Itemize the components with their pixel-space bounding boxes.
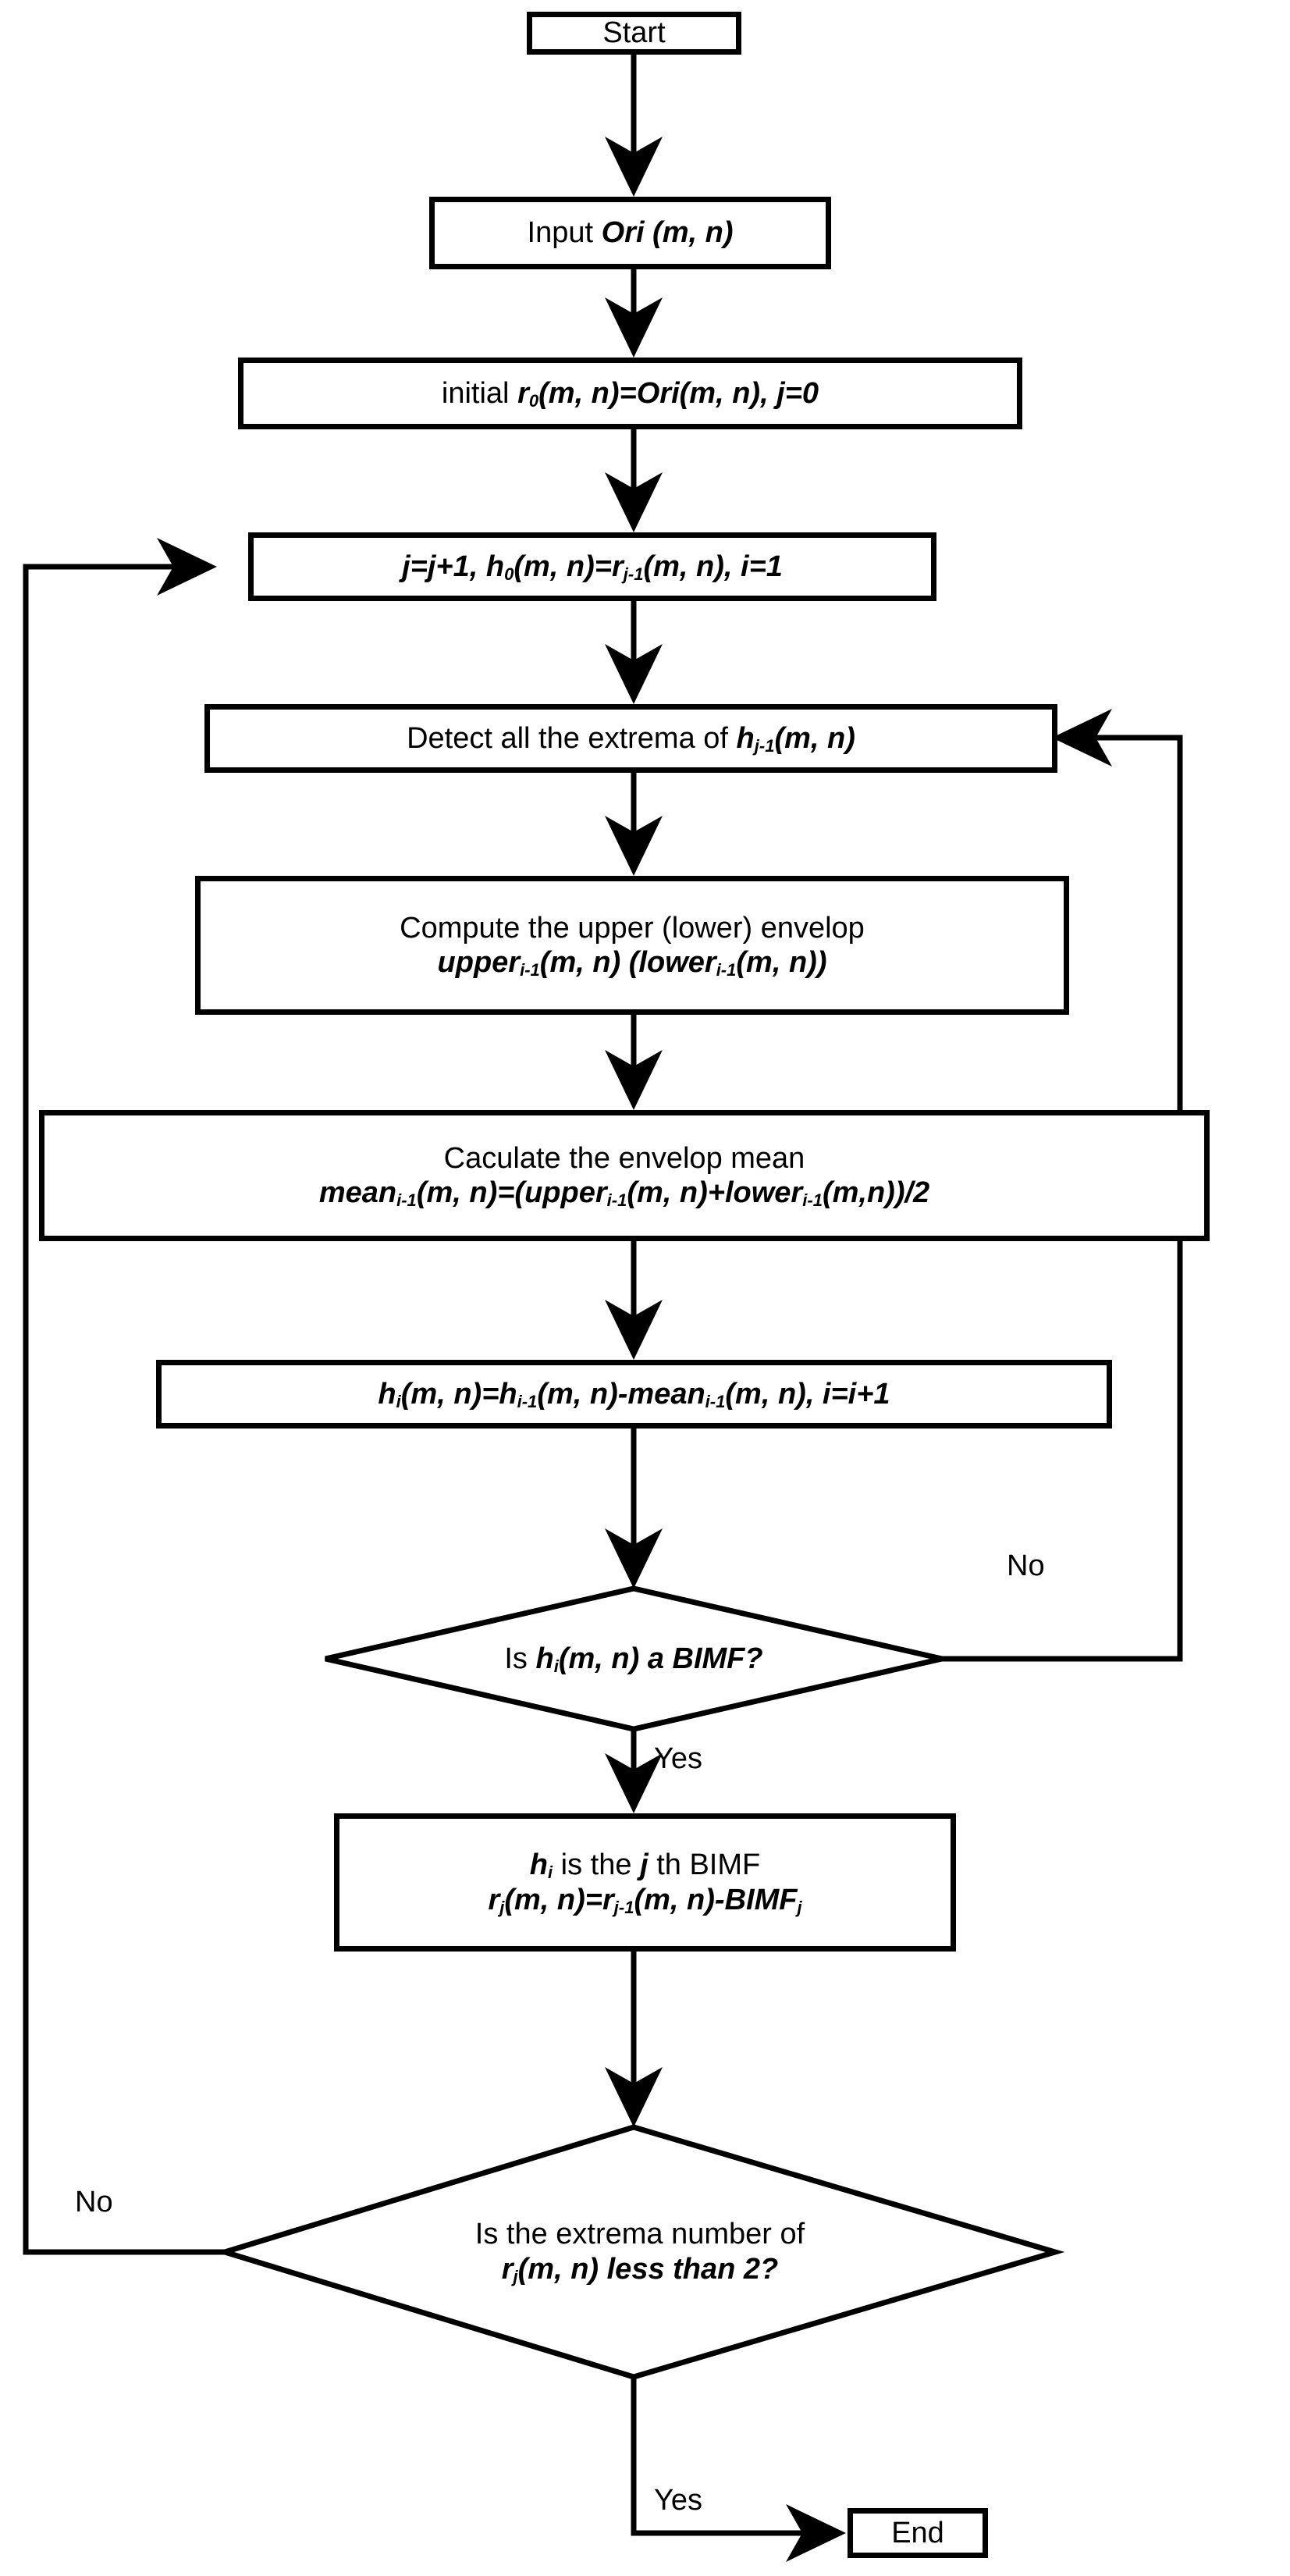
node-start-label: Start <box>602 16 666 50</box>
decision-extrema-shape[interactable] <box>215 2124 1065 2380</box>
edge-label-no-bimf: No <box>1007 1550 1045 1582</box>
node-initial-label: initial r0(m, n)=Ori(m, n), j=0 <box>441 376 819 411</box>
node-end-label: End <box>891 2516 944 2549</box>
node-increment-label: j=j+1, h0(m, n)=rj-1(m, n), i=1 <box>402 550 783 584</box>
node-envelop-line2: upperi-1(m, n) (loweri-1(m, n)) <box>437 946 827 980</box>
edge-bimf-to-decision-extrema <box>605 1952 663 2127</box>
decision-bimf-shape[interactable] <box>325 1585 943 1732</box>
node-mean-line1: Caculate the envelop mean <box>443 1141 805 1175</box>
edge-decision-extrema-yes <box>631 2377 846 2562</box>
node-bimf-result-line2: rj(m, n)=rj-1(m, n)-BIMFj <box>488 1883 802 1917</box>
node-subtract[interactable]: hi(m, n)=hi-1(m, n)-meani-1(m, n), i=i+1 <box>156 1360 1112 1429</box>
node-envelop-line1: Compute the upper (lower) envelop <box>400 911 865 945</box>
node-detect[interactable]: Detect all the extrema of hj-1(m, n) <box>204 704 1057 773</box>
node-initial[interactable]: initial r0(m, n)=Ori(m, n), j=0 <box>238 358 1022 429</box>
edge-label-yes-extrema: Yes <box>654 2484 702 2517</box>
edge-mean-to-subtract <box>605 1241 663 1360</box>
node-subtract-label: hi(m, n)=hi-1(m, n)-meani-1(m, n), i=i+1 <box>378 1377 890 1411</box>
node-input[interactable]: Input Ori (m, n) <box>429 197 831 269</box>
edge-initial-to-increment <box>605 429 663 532</box>
edge-label-yes-bimf: Yes <box>654 1742 702 1775</box>
edge-decision-bimf-yes <box>605 1729 663 1813</box>
edge-detect-to-envelop <box>605 773 663 876</box>
node-end[interactable]: End <box>848 2508 988 2558</box>
edge-envelop-to-mean <box>605 1015 663 1110</box>
edge-start-to-input <box>605 55 663 197</box>
node-mean-line2: meani-1(m, n)=(upperi-1(m, n)+loweri-1(m… <box>318 1176 930 1210</box>
edge-subtract-to-decision-bimf <box>605 1429 663 1589</box>
node-input-label: Input Ori (m, n) <box>527 216 734 250</box>
node-mean[interactable]: Caculate the envelop mean meani-1(m, n)=… <box>39 1110 1210 1241</box>
node-envelop[interactable]: Compute the upper (lower) envelop upperi… <box>195 876 1069 1015</box>
node-bimf-result-line1: hi is the j th BIMF <box>529 1848 761 1883</box>
edge-increment-to-detect <box>605 601 663 704</box>
node-increment[interactable]: j=j+1, h0(m, n)=rj-1(m, n), i=1 <box>248 532 936 601</box>
edge-decision-extrema-no-loop <box>23 538 225 2255</box>
node-bimf-result[interactable]: hi is the j th BIMF rj(m, n)=rj-1(m, n)-… <box>334 1813 956 1952</box>
node-detect-label: Detect all the extrema of hj-1(m, n) <box>407 721 855 756</box>
edge-label-no-extrema: No <box>75 2186 113 2218</box>
edge-input-to-initial <box>605 269 663 358</box>
node-start[interactable]: Start <box>527 12 741 55</box>
